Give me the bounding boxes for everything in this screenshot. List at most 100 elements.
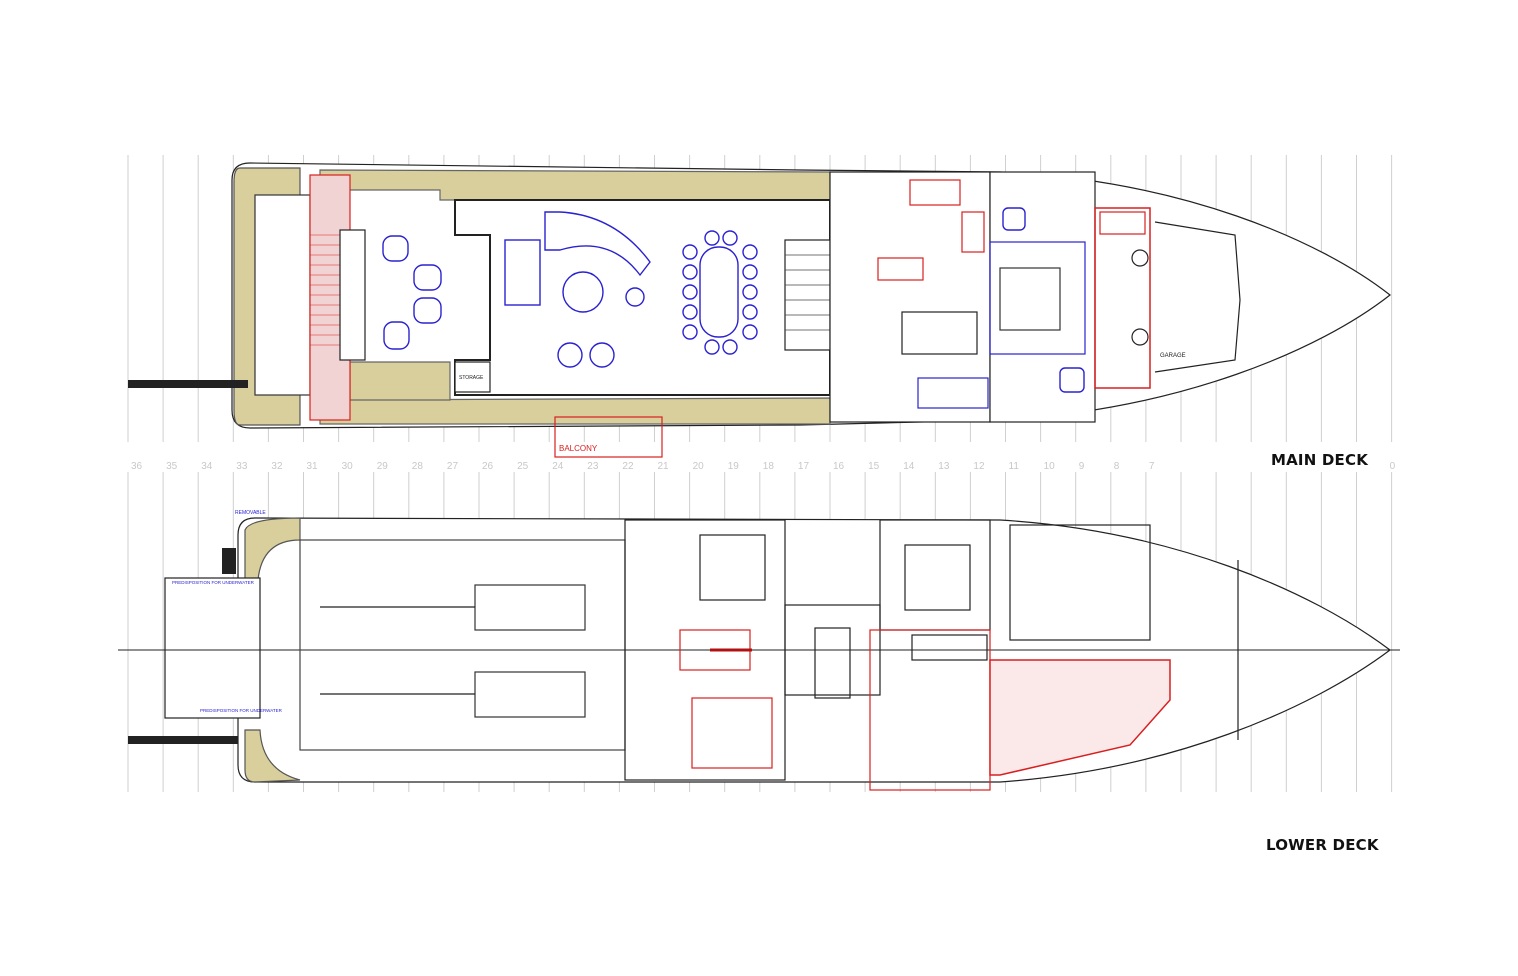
club-chair [557, 342, 583, 368]
passerelle-lower [128, 736, 248, 744]
crew-cabin [1009, 524, 1151, 641]
cockpit-teak-bottom [349, 361, 451, 401]
frame-number: 10 [1044, 461, 1056, 472]
dining-chair [742, 284, 758, 300]
dining-chairs [682, 230, 758, 355]
pantry [829, 171, 991, 423]
predisposition-bottom-label: PREDISPOSITION FOR UNDERWATER [200, 708, 283, 713]
dining-chair [742, 324, 758, 340]
frame-number: 0 [1390, 461, 1396, 472]
armchair [383, 321, 410, 350]
dining-chair [682, 304, 698, 320]
frame-number: 27 [447, 461, 459, 472]
dining-chair [704, 339, 720, 355]
frame-number: 30 [342, 461, 354, 472]
curved-sofa [544, 211, 651, 277]
owner-tub [1099, 211, 1146, 235]
guest-bed-bottom [691, 697, 773, 769]
storage-box [454, 361, 491, 393]
cabin-armchair [1002, 207, 1026, 231]
side-chair [625, 287, 645, 307]
predisposition-top-label: PREDISPOSITION FOR UNDERWATER [172, 580, 255, 585]
frame-number: 23 [587, 461, 599, 472]
basin-top [1131, 249, 1149, 267]
frame-number: 31 [307, 461, 319, 472]
frame-number: 18 [763, 461, 775, 472]
stair-treads [785, 254, 830, 331]
frame-number: 22 [622, 461, 634, 472]
dining-chair [742, 304, 758, 320]
sofa-left [504, 239, 541, 306]
frame-number: 9 [1079, 461, 1085, 472]
aft-stairs [254, 194, 311, 396]
cabin-armchair [1059, 367, 1085, 393]
dining-chair [682, 324, 698, 340]
frame-number: 16 [833, 461, 845, 472]
basin-bottom [1131, 328, 1149, 346]
frame-number: 20 [693, 461, 705, 472]
lobby [784, 604, 881, 696]
frame-number: 33 [236, 461, 248, 472]
lobby-stairs [814, 627, 851, 699]
balcony-label: BALCONY [559, 444, 598, 453]
frame-number: 11 [1009, 461, 1020, 472]
frame-number: 14 [903, 461, 915, 472]
frame-number: 24 [552, 461, 564, 472]
owner-bed-mattress [999, 267, 1061, 331]
office-desk [917, 377, 989, 409]
dining-chair [682, 264, 698, 280]
dining-chair [682, 284, 698, 300]
balcony-outline [554, 416, 663, 458]
dining-chair [722, 339, 738, 355]
armchair [413, 264, 442, 291]
frame-number: 25 [517, 461, 529, 472]
frame-number: 7 [1149, 461, 1155, 472]
dining-chair [704, 230, 720, 246]
dining-table [699, 246, 739, 338]
frame-number: 32 [271, 461, 283, 472]
owner-bath [1094, 207, 1151, 389]
main-deck-plan [231, 162, 1391, 458]
frame-number: 34 [201, 461, 213, 472]
garage-label: GARAGE [1160, 353, 1186, 359]
owner-bed [989, 241, 1086, 355]
club-chair [589, 342, 615, 368]
galley-red-2 [909, 179, 961, 206]
guest-bed-top [699, 534, 766, 601]
aft-bench [339, 229, 366, 361]
armchair [382, 235, 409, 262]
main-deck-title: MAIN DECK [1271, 451, 1369, 469]
frame-number: 17 [798, 461, 810, 472]
galley-red-1 [877, 257, 924, 281]
crew-mess-red [989, 659, 1171, 776]
tender-garage [164, 577, 261, 719]
armchair [413, 297, 442, 324]
frame-number: 21 [658, 461, 670, 472]
salon-furniture [382, 207, 1085, 393]
dining-chair [742, 244, 758, 260]
frame-number: 36 [131, 461, 143, 472]
frame-number: 35 [166, 461, 178, 472]
lower-aft-teak-bottom [244, 729, 301, 783]
main-deck-garage-outline [1154, 221, 1241, 373]
dining-chair [682, 244, 698, 260]
coffee-table [562, 271, 604, 313]
lower-deck-plan [118, 517, 1400, 791]
frame-number: 13 [938, 461, 950, 472]
salon-wall [454, 199, 831, 396]
frame-number: 28 [412, 461, 424, 472]
guest-bed-fwd [904, 544, 971, 611]
frame-numbers: 36 35 34 33 32 31 30 29 28 27 26 25 24 23 22 21 20 19 18 17… [131, 461, 1396, 472]
owner-cabin [989, 171, 1096, 423]
frame-number: 12 [973, 461, 985, 472]
frame-number: 26 [482, 461, 494, 472]
frame-number: 29 [377, 461, 389, 472]
frame-number: 15 [868, 461, 880, 472]
removable-label: REMOVABLE [235, 510, 266, 516]
frame-number: 19 [728, 461, 740, 472]
galley-stairs [784, 239, 831, 351]
underwater-light-box [222, 548, 236, 574]
lower-deck-title: LOWER DECK [1266, 836, 1379, 854]
wardrobe [901, 311, 978, 355]
